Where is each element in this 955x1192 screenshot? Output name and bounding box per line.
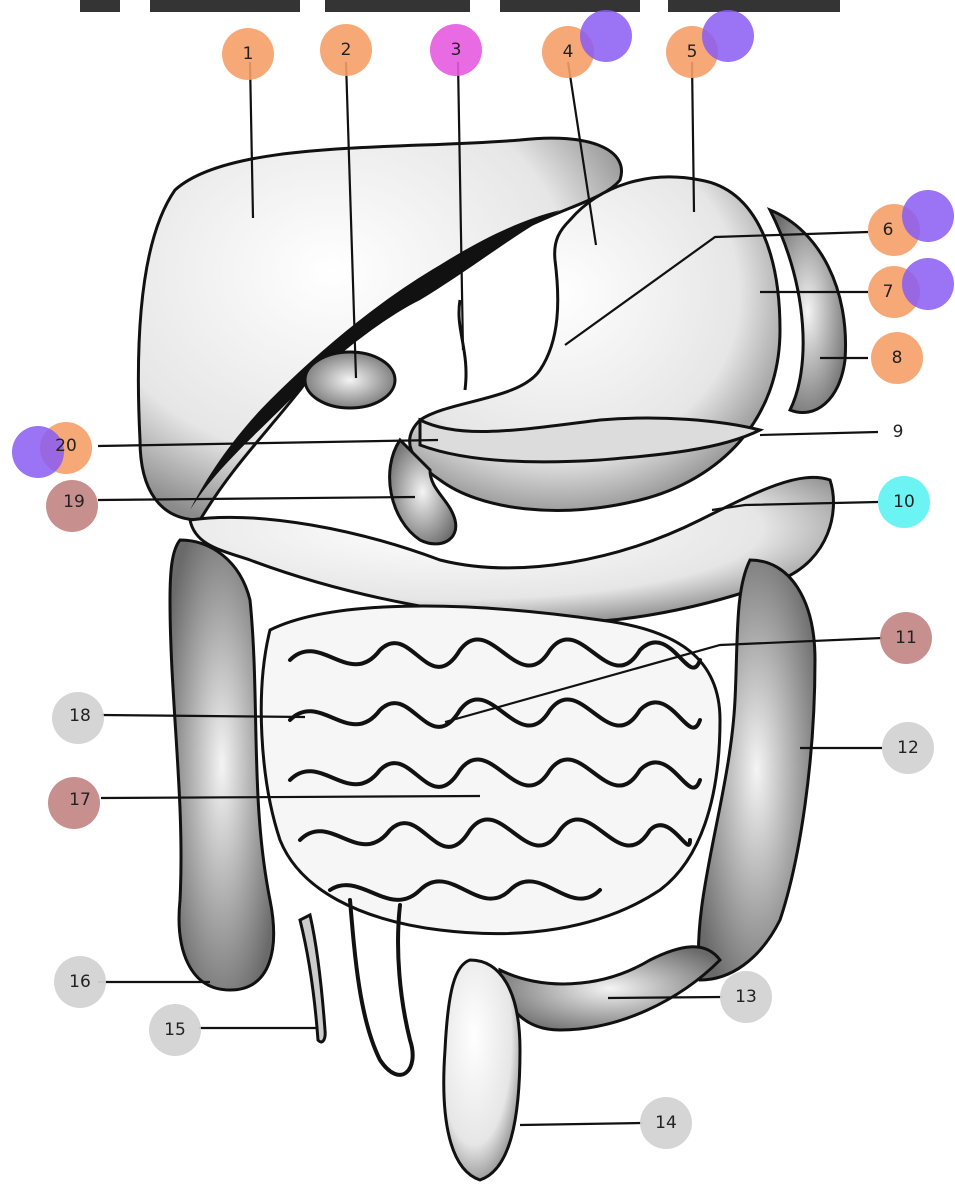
- marker-20[interactable]: 20: [12, 422, 92, 478]
- marker-16[interactable]: 16: [54, 956, 106, 1008]
- marker-17[interactable]: 17: [48, 777, 100, 829]
- marker-11-label: 11: [895, 628, 917, 648]
- marker-20-label: 20: [55, 436, 77, 456]
- marker-10-label: 10: [893, 492, 915, 512]
- sigmoid-colon-illustration: [500, 947, 720, 1030]
- marker-7-label: 7: [883, 282, 894, 302]
- marker-14[interactable]: 14: [640, 1097, 692, 1149]
- marker-17-label: 17: [69, 790, 91, 810]
- marker-5-overlay: [702, 10, 754, 62]
- marker-4[interactable]: 4: [542, 10, 632, 78]
- marker-13[interactable]: 13: [720, 971, 772, 1023]
- marker-15[interactable]: 15: [149, 1004, 201, 1056]
- marker-2-label: 2: [341, 40, 352, 60]
- marker-16-label: 16: [69, 972, 91, 992]
- gallbladder-illustration: [305, 352, 395, 408]
- marker-6-label: 6: [883, 220, 894, 240]
- marker-18-label: 18: [69, 706, 91, 726]
- marker-15-label: 15: [164, 1020, 186, 1040]
- marker-5[interactable]: 5: [666, 10, 754, 78]
- marker-3-label: 3: [451, 40, 462, 60]
- marker-6[interactable]: 6: [868, 190, 954, 256]
- marker-14-label: 14: [655, 1113, 677, 1133]
- marker-6-overlay: [902, 190, 954, 242]
- marker-8[interactable]: 8: [871, 332, 923, 384]
- spleen-illustration: [770, 210, 846, 413]
- marker-19[interactable]: 19: [46, 480, 98, 532]
- marker-12[interactable]: 12: [882, 722, 934, 774]
- rectum-illustration: [444, 960, 520, 1180]
- marker-2[interactable]: 2: [320, 24, 372, 76]
- marker-12-label: 12: [897, 738, 919, 758]
- marker-10[interactable]: 10: [878, 476, 930, 528]
- marker-4-label: 4: [563, 42, 574, 62]
- marker-8-label: 8: [892, 348, 903, 368]
- marker-1-label: 1: [243, 44, 254, 64]
- marker-7[interactable]: 7: [868, 258, 954, 318]
- marker-1[interactable]: 1: [222, 28, 274, 80]
- marker-18[interactable]: 18: [52, 692, 104, 744]
- appendix-illustration: [300, 915, 325, 1042]
- marker-13-label: 13: [735, 987, 757, 1007]
- marker-19-label: 19: [63, 492, 85, 512]
- marker-9-label: 9: [893, 422, 904, 442]
- marker-9[interactable]: 9: [893, 422, 904, 442]
- marker-7-overlay: [902, 258, 954, 310]
- marker-4-overlay: [580, 10, 632, 62]
- marker-11[interactable]: 11: [880, 612, 932, 664]
- marker-5-label: 5: [687, 42, 698, 62]
- ascending-colon-illustration: [170, 540, 274, 990]
- marker-3[interactable]: 3: [430, 24, 482, 76]
